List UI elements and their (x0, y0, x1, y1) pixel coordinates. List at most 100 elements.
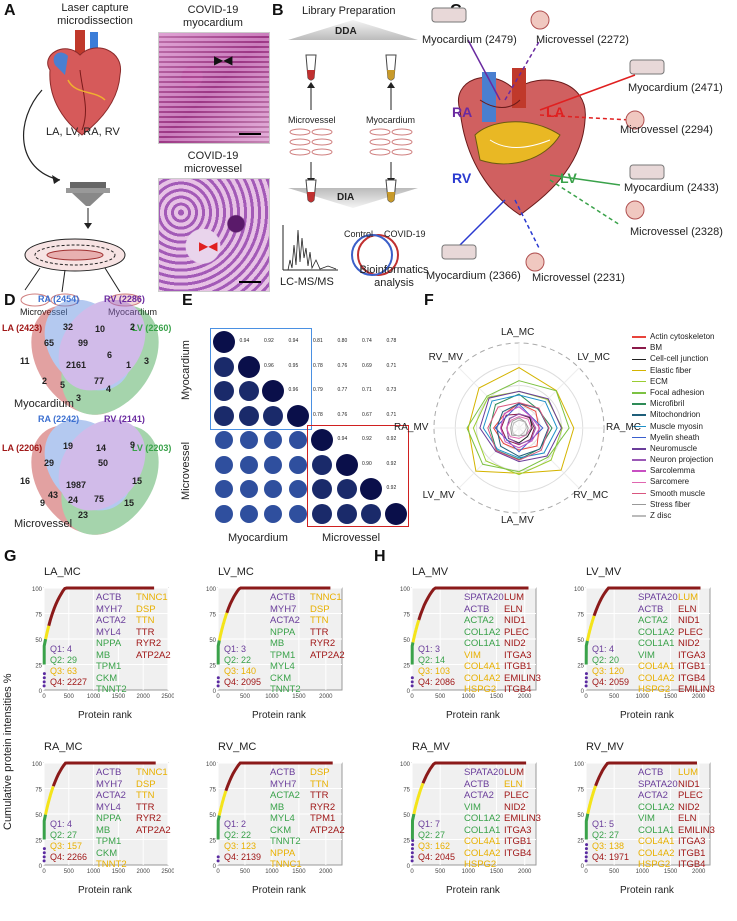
correlation-dot (213, 331, 236, 354)
correlation-dot (239, 504, 258, 523)
q1-point (42, 855, 46, 859)
x-axis-label: Protein rank (252, 885, 306, 896)
protein-label: ACTA2 (96, 790, 126, 801)
q1-point (411, 843, 415, 847)
legend-swatch (632, 448, 646, 450)
x-tick-label: 1000 (636, 694, 650, 700)
protein-label: COL4A1 (638, 836, 675, 847)
q2-segment (216, 640, 221, 665)
protein-label: ACTA2 (270, 790, 300, 801)
radar-axis-label: RV_MV (428, 351, 463, 363)
legend-swatch (632, 403, 646, 405)
protein-label: EMILIN3 (504, 813, 541, 824)
legend-swatch (632, 392, 646, 394)
legend-item: Sarcolemma (632, 466, 737, 477)
y-tick-label: 75 (403, 613, 410, 619)
protein-label: TTN (136, 615, 155, 626)
x-tick-label: 500 (64, 694, 75, 700)
x-tick-label: 500 (609, 694, 620, 700)
q1-point (42, 680, 46, 684)
protein-label: ITGB1 (504, 661, 532, 672)
protein-label: TTN (310, 615, 329, 626)
protein-label: ELN (504, 778, 523, 790)
correlation-value: 0.78 (313, 362, 323, 369)
scale-bar (239, 133, 261, 135)
q1-point (410, 676, 414, 680)
panel-e-label: E (182, 292, 193, 309)
venn-count: 15 (132, 476, 143, 486)
c-mv-la: Microvessel (2294) (620, 124, 713, 136)
x-tick-label: 0 (410, 869, 414, 875)
protein-label: HSPG2 (464, 859, 497, 870)
quartile-label: Q1: 4 (592, 644, 615, 654)
protein-label: TPM1 (310, 813, 336, 824)
correlation-dot (262, 380, 285, 403)
protein-label: CKM (270, 672, 292, 684)
protein-label: ITGB4 (504, 847, 532, 859)
myocardium-tissue-icon (431, 7, 467, 23)
q1-point (584, 847, 588, 851)
q1-point (216, 676, 220, 680)
myocardium-tissue-icon (629, 59, 665, 75)
venn-count: 99 (78, 338, 89, 348)
q2-segment (410, 641, 415, 665)
dia-label: DIA (337, 192, 355, 203)
y-tick-label: 75 (577, 613, 584, 619)
correlation-value: 0.81 (313, 338, 323, 344)
protein-label: DSP (310, 603, 330, 615)
venn-bottom-ra: RA (2242) (38, 414, 80, 424)
y-tick-label: 25 (403, 664, 410, 670)
correlation-value: 0.96 (264, 362, 274, 369)
venn-count: 10 (95, 324, 106, 334)
quartile-label: Q3: 138 (592, 841, 625, 851)
protein-label: TNNC1 (136, 592, 168, 603)
correlation-dot (264, 431, 283, 450)
correlation-value: 0.95 (288, 362, 299, 369)
correlation-value: 0.90 (362, 460, 372, 467)
lcms-label: LC-MS/MS (280, 276, 334, 288)
quartile-label: Q2: 20 (592, 655, 620, 665)
x-tick-label: 1500 (664, 694, 678, 700)
legend-swatch (632, 336, 646, 338)
correlation-dot (239, 431, 258, 450)
correlation-value: 0.80 (337, 338, 348, 344)
q3-segment (412, 782, 425, 815)
q4-segment (224, 761, 333, 792)
protein-label: TTN (136, 790, 155, 801)
radar-series-muscle-myosin (482, 394, 558, 459)
c-myo-lv: Myocardium (2433) (624, 182, 719, 194)
y-tick-label: 100 (400, 587, 411, 593)
venn-count: 14 (96, 443, 107, 453)
y-tick-label: 25 (403, 839, 410, 845)
tube-icon (305, 179, 317, 203)
legend-item: Smooth muscle (632, 489, 737, 500)
arrowhead-icon: ▶◀ (214, 53, 233, 67)
x-tick-label: 2000 (692, 694, 706, 700)
legend-swatch (632, 347, 646, 349)
quartile-label: Q1: 4 (50, 819, 73, 829)
y-tick-label: 25 (35, 664, 42, 670)
y-tick-label: 0 (407, 864, 411, 870)
protein-label: TNNT2 (270, 684, 301, 695)
legend-swatch (632, 492, 646, 495)
microvessel-histology-image: ▶◀ (158, 178, 270, 292)
legend-label: Sarcomere (650, 477, 690, 487)
venn-count: 32 (63, 322, 74, 332)
protein-label: RYR2 (310, 801, 336, 813)
correlation-dot (215, 431, 234, 450)
e-myocardium-xlabel: Myocardium (228, 532, 288, 544)
correlation-dot (286, 404, 309, 427)
protein-label: ACTB (270, 767, 296, 778)
venn-count: 16 (20, 476, 31, 486)
c-mv-ra: Microvessel (2272) (536, 34, 629, 46)
q2-segment (584, 813, 590, 840)
x-axis-label: Protein rank (78, 710, 132, 721)
x-tick-label: 1000 (265, 694, 279, 700)
quartile-label: Q3: 123 (224, 841, 257, 851)
protein-label: ITGB4 (678, 672, 706, 684)
radar-series-sarcomere (505, 416, 532, 439)
q1-point (584, 684, 588, 688)
x-tick-label: 2000 (319, 694, 333, 700)
